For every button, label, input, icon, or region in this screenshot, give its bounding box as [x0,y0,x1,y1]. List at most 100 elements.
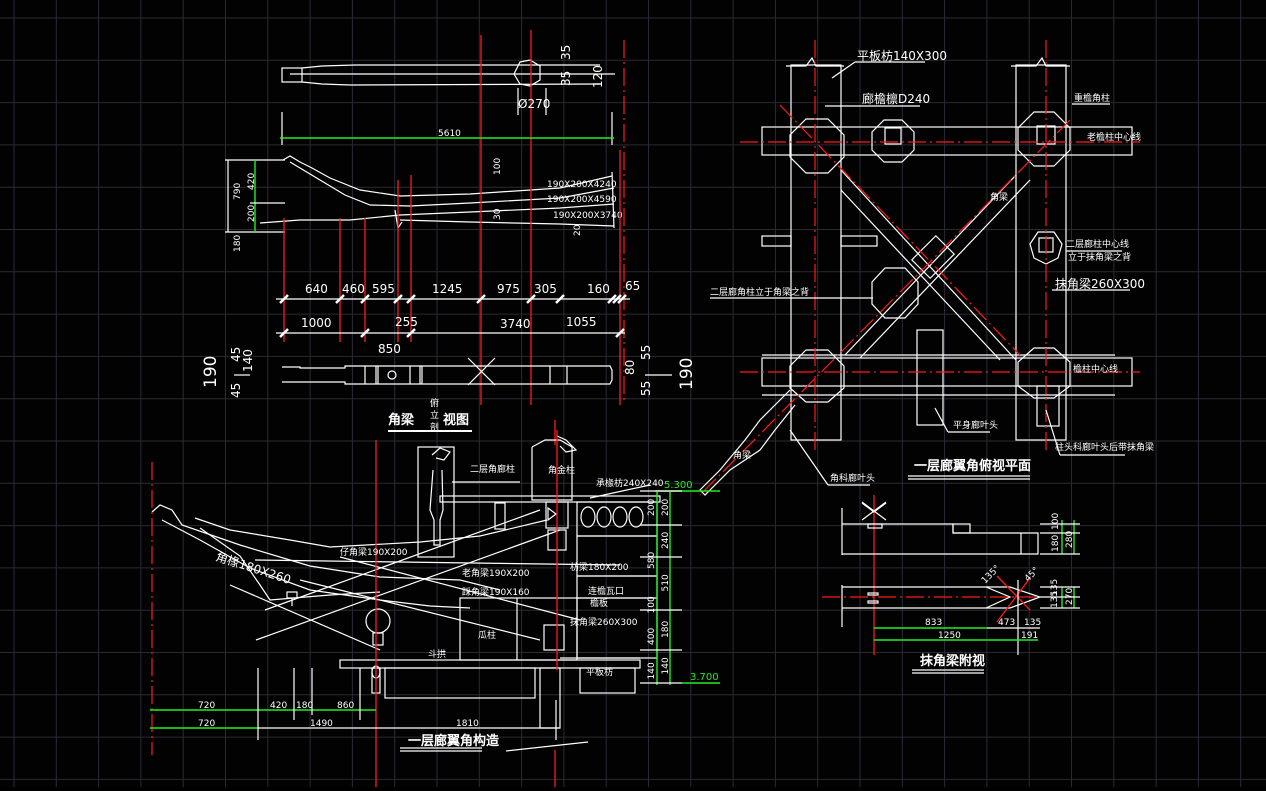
dim-120: 120 [591,65,605,88]
bottom-dim-720a: 720 [198,701,215,711]
bottom-dim-720b: 720 [198,719,215,729]
label-flat-head: 平身廊叶头 [953,419,998,431]
bottom-dim-1490: 1490 [310,719,333,729]
label-corner-gold-post: 角金柱 [548,464,575,476]
dim-1055: 1055 [566,315,597,329]
end-dim-45b-left: 45 [229,383,243,398]
label-corner-post: 重檐角柱 [1074,92,1110,104]
member-label-3: 190X200X3740 [553,211,623,221]
detail-dim-100: 100 [1051,513,1061,530]
section-view: 二层角廊柱 角金柱 承椽枋240X240 角椽180X260 仔角梁190X20… [150,430,720,787]
detail-view: 100 180 280 135 135 270 135° 45° 833 473… [822,495,1080,674]
detail-dim-135b: 135 [1050,591,1060,608]
detail-dim-135a: 135 [1050,579,1060,596]
dimension-tick [393,294,403,304]
beam-view-title-top: 俯 [430,397,439,409]
dimension-tick [360,328,370,338]
dim-420: 420 [247,173,257,190]
dim-160: 160 [587,282,610,296]
label-second-floor-post-note: 立于抹角梁之背 [1068,251,1131,263]
beam-view-title-suffix: 视图 [443,412,469,428]
dimension-tick [279,328,289,338]
dim-850: 850 [378,342,401,356]
label-bracket: 抹角梁260X300 [570,616,638,628]
dim-595: 595 [372,282,395,296]
detail-dim-280: 280 [1065,531,1075,548]
dim-65: 65 [625,279,640,293]
detail-dim-833: 833 [925,618,942,628]
elevation-top: 5.300 [664,480,693,491]
beam-view-title-mid: 立 [430,409,439,421]
beam-view-title-text: 角梁 [388,412,415,428]
dim-790: 790 [233,183,243,200]
dimension-tick [526,294,536,304]
section-dim-inner: 140 [647,662,657,679]
bottom-dim-1810: 1810 [456,719,479,729]
end-dim-190-left: 190 [201,356,221,388]
label-corner-beam: 角梁 [733,449,751,461]
dim-180: 180 [233,235,243,252]
label-beam4: 枋梁180X200 [570,561,629,573]
member-label-2: 190X200X4590 [547,195,617,205]
section-view-title: 一层廊翼角构造 [408,733,500,749]
beam-view-title-bot: 剖 [430,421,439,433]
bottom-dim-180: 180 [296,701,313,711]
dimension-tick [607,294,617,304]
label-cross-beam: 抹角梁260X300 [1055,276,1145,291]
label-second-floor-post: 二层廊柱中心线 [1066,238,1129,250]
end-dim-55b-right: 55 [639,381,653,396]
section-dim-inner: 400 [647,628,657,645]
dim-3740: 3740 [500,317,531,331]
label-short-post: 瓜柱 [478,629,496,641]
dim-1245: 1245 [432,282,463,296]
dimension-tick [406,328,416,338]
detail-dim-135c: 135 [1024,618,1041,628]
dimension-tick [612,294,622,304]
end-dim-190-right: 190 [677,358,697,390]
label-board2: 连檐瓦口 [588,585,624,597]
detail-dim-180: 180 [1051,535,1061,552]
detail-dim-191: 191 [1021,631,1038,641]
label-post-centerline: 老檐柱中心线 [1087,131,1141,143]
dimension-tick [406,294,416,304]
beam-view-title: 角梁 俯 立 剖 视图 [388,397,472,433]
section-dim-inner: 580 [647,552,657,569]
dim-640: 640 [305,282,328,296]
bottom-dim-420: 420 [270,701,287,711]
label-left-note: 二层廊角柱立于角梁之背 [710,286,809,298]
detail-dim-270: 270 [1065,588,1075,605]
section-dim-outer: 240 [661,532,671,549]
label-corner-head: 角科廊叶头 [830,472,875,484]
label-beam3: 踩角梁190X160 [462,586,530,598]
section-dim-inner: 100 [647,596,657,613]
label-corner-beam-plan: 角梁 [990,191,1008,203]
detail-angle-135: 135° [980,564,1002,586]
beam-side-elevation: 190X200X4240 190X200X4590 190X200X3740 7… [225,155,623,252]
section-dim-outer: 180 [661,621,671,638]
end-dim-45-left: 45 [229,347,243,362]
plan-view: 平板枋140X300 廊檐檩D240 重檐角柱 老檐柱中心线 二层廊柱中心线 立… [699,40,1154,496]
dimension-tick [617,294,627,304]
plan-view-title: 一层廊翼角俯视平面 [914,458,1031,474]
dim-255: 255 [395,315,418,329]
dim-975: 975 [497,282,520,296]
label-beam1: 仔角梁190X200 [340,546,408,558]
dimension-tick [335,294,345,304]
label-purlin-top: 承椽枋240X240 [596,477,664,489]
dim-1000: 1000 [301,316,332,330]
label-bottom: 斗拱 [428,648,446,660]
section-dim-inner: 200 [647,499,657,516]
detail-dim-473: 473 [998,618,1015,628]
bottom-dim-860: 860 [337,701,354,711]
label-beam2: 老角梁190X200 [462,567,530,579]
label-eave-board: 檐板 [590,597,608,609]
dim-5610: 5610 [438,129,461,139]
dim-35a: 35 [559,45,573,60]
dimension-tick [360,294,370,304]
label-post-head-note: 柱头科廊叶头后带抹角梁 [1055,441,1154,453]
section-dim-outer: 200 [661,499,671,516]
detail-dim-1250: 1250 [938,631,961,641]
